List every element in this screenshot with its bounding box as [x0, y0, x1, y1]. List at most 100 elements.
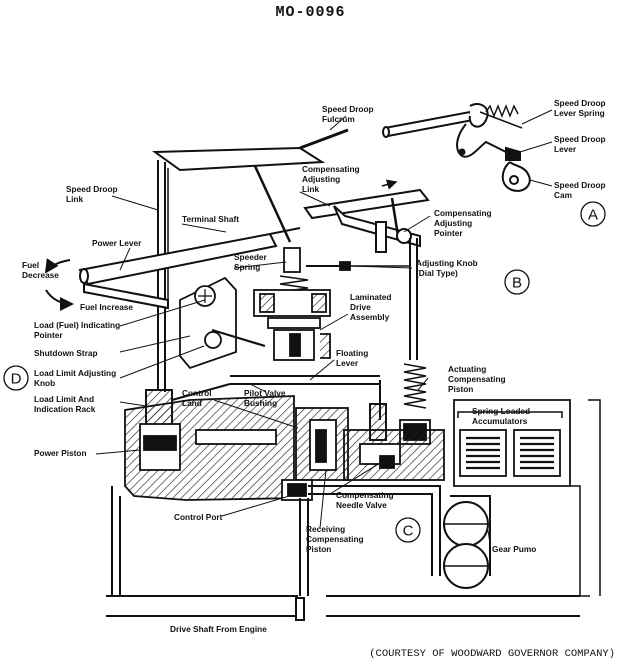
gear-pump: [443, 501, 489, 589]
svg-text:Fuel: Fuel: [22, 260, 39, 270]
svg-text:Power Piston: Power Piston: [34, 448, 87, 458]
label-fuel-decrease: Fuel Decrease: [22, 260, 59, 280]
svg-text:Spring Loaded: Spring Loaded: [472, 406, 530, 416]
svg-text:Lever: Lever: [336, 358, 359, 368]
compensating-adjusting-lever: [303, 179, 430, 360]
svg-text:Speed Droop: Speed Droop: [66, 184, 118, 194]
svg-text:Speed Droop: Speed Droop: [554, 98, 606, 108]
svg-text:Spring: Spring: [234, 262, 260, 272]
label-control-port: Control Port: [174, 512, 223, 522]
svg-text:Gear Pumo: Gear Pumo: [492, 544, 536, 554]
label-compensating-needle-valve: Compensating Needle Valve: [336, 490, 394, 510]
label-gear-pump: Gear Pumo: [492, 544, 536, 554]
svg-text:D: D: [11, 371, 22, 388]
label-speed-droop-cam: Speed Droop Cam: [554, 180, 606, 200]
svg-text:Terminal Shaft: Terminal Shaft: [182, 214, 239, 224]
speeder-spring-assembly: [253, 247, 410, 361]
svg-text:Pointer: Pointer: [34, 330, 63, 340]
svg-text:Land: Land: [182, 398, 202, 408]
svg-text:Laminated: Laminated: [350, 292, 392, 302]
courtesy-credit: (COURTESY OF WOODWARD GOVERNOR COMPANY): [369, 648, 615, 660]
label-speeder-spring: Speeder Spring: [234, 252, 268, 272]
svg-text:Fulcrum: Fulcrum: [322, 114, 355, 124]
svg-text:Actuating: Actuating: [448, 364, 486, 374]
label-power-piston: Power Piston: [34, 448, 87, 458]
label-control-land: Control Land: [182, 388, 212, 408]
svg-text:Drive: Drive: [350, 302, 371, 312]
svg-text:Floating: Floating: [336, 348, 368, 358]
svg-text:Adjusting: Adjusting: [434, 218, 472, 228]
svg-text:C: C: [403, 523, 414, 540]
svg-text:Speed Droop: Speed Droop: [554, 134, 606, 144]
callout-c: C: [395, 517, 421, 543]
svg-text:Lever: Lever: [554, 144, 577, 154]
svg-text:Fuel Increase: Fuel Increase: [80, 302, 133, 312]
svg-text:Compensating: Compensating: [302, 164, 360, 174]
svg-text:Drive Shaft From Engine: Drive Shaft From Engine: [170, 624, 267, 634]
svg-text:Compensating: Compensating: [434, 208, 492, 218]
svg-text:A: A: [588, 207, 598, 224]
svg-text:Speeder: Speeder: [234, 252, 268, 262]
svg-text:Indication Rack: Indication Rack: [34, 404, 96, 414]
label-shutdown-strap: Shutdown Strap: [34, 348, 98, 358]
svg-text:Link: Link: [66, 194, 83, 204]
svg-text:Adjusting Knob: Adjusting Knob: [416, 258, 478, 268]
svg-text:Cam: Cam: [554, 190, 572, 200]
speed-droop-assembly: [382, 102, 531, 192]
label-compensating-adjusting-pointer: Compensating Adjusting Pointer: [434, 208, 492, 238]
label-laminated-drive-assembly: Laminated Drive Assembly: [350, 292, 392, 322]
svg-text:Knob: Knob: [34, 378, 55, 388]
base-plate: [106, 595, 580, 621]
label-speed-droop-fulcrum: Speed Droop Fulcrum: [322, 104, 374, 124]
speed-droop-link-frame: [152, 128, 349, 392]
svg-text:Load Limit Adjusting: Load Limit Adjusting: [34, 368, 116, 378]
label-fuel-increase: Fuel Increase: [80, 302, 133, 312]
svg-text:Load Limit And: Load Limit And: [34, 394, 94, 404]
label-receiving-compensating-piston: Receiving Compensating Piston: [306, 524, 364, 554]
label-floating-lever: Floating Lever: [336, 348, 368, 368]
document-id: MO-0096: [275, 4, 346, 21]
label-speed-droop-lever-spring: Speed Droop Lever Spring: [554, 98, 606, 118]
label-load-limit-adjusting-knob: Load Limit Adjusting Knob: [34, 368, 116, 388]
terminal-shaft: [44, 227, 301, 311]
label-adjusting-knob: Adjusting Knob (Dial Type): [416, 258, 478, 278]
svg-text:Compensating: Compensating: [336, 490, 394, 500]
svg-text:Pilot Valve: Pilot Valve: [244, 388, 286, 398]
leader-lines: [95, 109, 553, 545]
svg-text:Compensating: Compensating: [448, 374, 506, 384]
label-terminal-shaft: Terminal Shaft: [182, 214, 239, 224]
svg-text:Link: Link: [302, 184, 319, 194]
svg-text:Speed Droop: Speed Droop: [322, 104, 374, 114]
svg-text:Bushing: Bushing: [244, 398, 277, 408]
svg-text:Assembly: Assembly: [350, 312, 390, 322]
svg-text:Decrease: Decrease: [22, 270, 59, 280]
label-speed-droop-lever: Speed Droop Lever: [554, 134, 606, 154]
svg-text:Lever Spring: Lever Spring: [554, 108, 605, 118]
svg-text:Needle Valve: Needle Valve: [336, 500, 387, 510]
svg-text:Power Lever: Power Lever: [92, 238, 142, 248]
svg-text:Control Port: Control Port: [174, 512, 223, 522]
svg-text:Compensating: Compensating: [306, 534, 364, 544]
svg-text:Load (Fuel) Indicating: Load (Fuel) Indicating: [34, 320, 120, 330]
oil-passages: [111, 399, 601, 597]
callout-b: B: [504, 269, 530, 295]
label-spring-loaded-accumulators: Spring Loaded Accumulators: [472, 406, 530, 426]
callout-d: D: [3, 365, 29, 391]
label-power-lever: Power Lever: [92, 238, 142, 248]
svg-text:Receiving: Receiving: [306, 524, 345, 534]
label-compensating-adjusting-link: Compensating Adjusting Link: [302, 164, 360, 194]
svg-text:Accumulators: Accumulators: [472, 416, 528, 426]
svg-text:Speed Droop: Speed Droop: [554, 180, 606, 190]
label-load-indicating-pointer: Load (Fuel) Indicating Pointer: [34, 320, 120, 340]
label-actuating-compensating-piston: Actuating Compensating Piston: [448, 364, 506, 394]
label-speed-droop-link: Speed Droop Link: [66, 184, 118, 204]
callout-a: A: [580, 201, 606, 227]
svg-text:Piston: Piston: [448, 384, 473, 394]
svg-text:Shutdown Strap: Shutdown Strap: [34, 348, 98, 358]
svg-text:Piston: Piston: [306, 544, 331, 554]
label-pilot-valve-bushing: Pilot Valve Bushing: [244, 388, 286, 408]
label-drive-shaft: Drive Shaft From Engine: [170, 624, 267, 634]
governor-housing: [124, 395, 445, 501]
